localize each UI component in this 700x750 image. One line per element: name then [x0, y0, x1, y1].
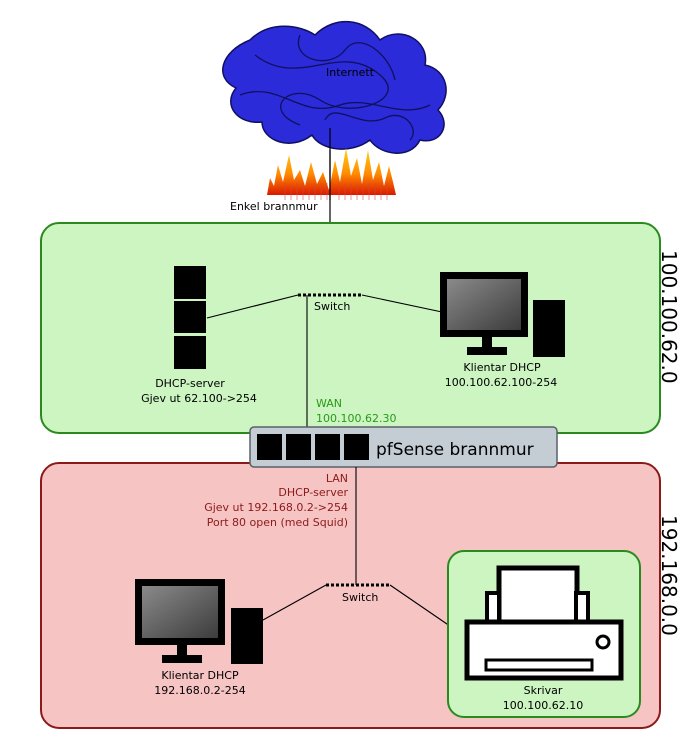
printer-icon — [464, 565, 624, 681]
lan-subnet-label: 192.168.0.0 — [657, 515, 681, 636]
wan-network-zone — [40, 222, 661, 434]
printer-ip: 100.100.62.10 — [503, 699, 583, 712]
pfsense-lan-role: DHCP-server — [278, 486, 348, 499]
fire-icon — [267, 148, 396, 200]
pfsense-lan-port: Port 80 open (med Squid) — [207, 516, 348, 529]
lan-switch-label: Switch — [342, 591, 378, 604]
pfsense-lan-range: Gjev ut 192.168.0.2->254 — [204, 501, 348, 514]
lan-client-name: Klientar DHCP — [161, 669, 239, 682]
computer-icon — [135, 579, 263, 664]
wan-wiring — [206, 294, 443, 432]
lan-client-detail: 192.168.0.2-254 — [154, 684, 245, 697]
wan-subnet-label: 100.100.62.0 — [657, 250, 681, 384]
wan-client-name: Klientar DHCP — [463, 361, 541, 374]
printer-name: Skrivar — [524, 684, 563, 697]
dhcp-server-detail: Gjev ut 62.100->254 — [141, 392, 257, 405]
wan-client-detail: 100.100.62.100-254 — [445, 376, 557, 389]
simple-firewall-label: Enkel brannmur — [230, 200, 318, 213]
pfsense-wan-label: WAN — [316, 397, 342, 410]
dhcp-server-name: DHCP-server — [155, 377, 225, 390]
pfsense-appliance-icon — [249, 426, 558, 468]
internet-cloud-icon: Internett — [222, 21, 447, 154]
pfsense-label: pfSense brannmur — [376, 440, 534, 460]
pfsense-lan-label: LAN — [326, 472, 348, 485]
server-icon — [174, 266, 206, 369]
internet-label: Internett — [326, 66, 375, 79]
computer-icon — [440, 272, 565, 357]
wan-switch-label: Switch — [314, 300, 350, 313]
pfsense-wan-ip: 100.100.62.30 — [316, 412, 396, 425]
